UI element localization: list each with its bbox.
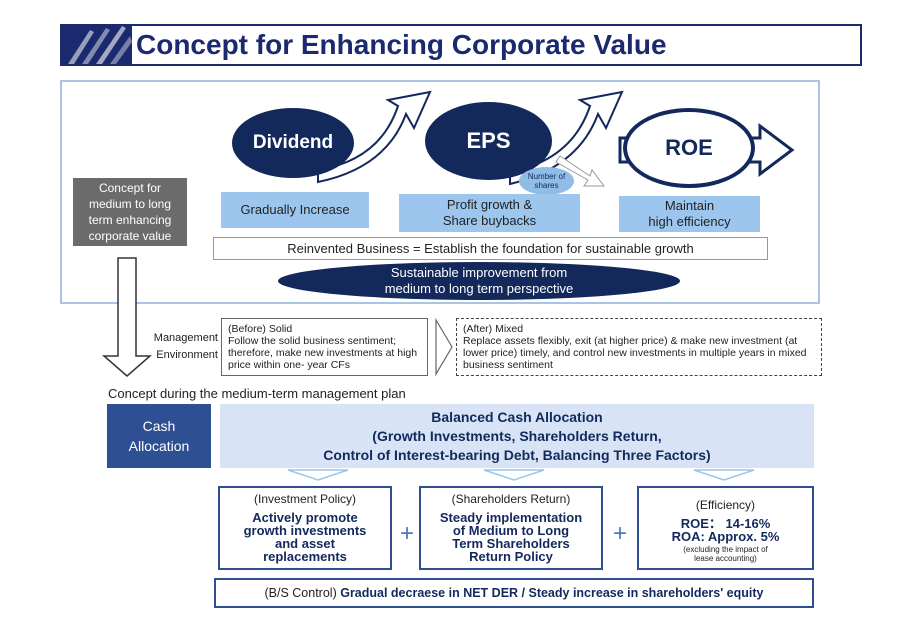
chevron-shareholders <box>483 469 545 481</box>
balanced-cash-allocation-box: Balanced Cash Allocation (Growth Investm… <box>220 404 814 468</box>
balanced-line-3: Control of Interest-bearing Debt, Balanc… <box>323 446 711 463</box>
shareholders-line-3: Term Shareholders <box>452 536 570 551</box>
profit-growth-box: Profit growth & Share buybacks <box>399 194 580 232</box>
chevron-investment <box>287 469 349 481</box>
maintain-efficiency-box: Maintain high efficiency <box>619 196 760 232</box>
plus-sign: + <box>612 520 627 547</box>
after-text: Replace assets flexibly, exit (at higher… <box>463 335 807 371</box>
investment-policy-box: (Investment Policy) Actively promote gro… <box>218 486 392 570</box>
after-mixed-box: (After) Mixed Replace assets flexibly, e… <box>456 318 822 376</box>
efficiency-roe: ROE： 14-16% <box>680 516 771 531</box>
efficiency-note-line-2: lease accounting) <box>694 554 757 563</box>
before-solid-box: (Before) Solid Follow the solid business… <box>221 318 428 376</box>
management-label-line-1: Management <box>153 332 218 344</box>
cash-line-1: Cash <box>142 418 176 434</box>
concept-down-arrow <box>101 257 153 377</box>
efficiency-note: (excluding the impact of lease accountin… <box>639 545 812 563</box>
profit-line-2: Share buybacks <box>442 213 537 228</box>
before-title: (Before) Solid <box>228 323 293 335</box>
efficiency-heading: (Efficiency) <box>695 498 756 512</box>
management-label-line-2: Environment <box>156 349 218 361</box>
before-after-arrow <box>435 317 453 377</box>
dividend-growth-arrow <box>317 90 432 184</box>
investment-policy-heading: (Investment Policy) <box>253 492 357 506</box>
shareholders-line-2: of Medium to Long <box>452 523 570 538</box>
efficiency-roa: ROA: Approx. 5% <box>671 529 780 544</box>
roe-oval: ROE <box>623 108 755 188</box>
maintain-line-2: high efficiency <box>648 214 731 229</box>
shareholders-return-heading: (Shareholders Return) <box>451 492 571 506</box>
concept-label: Concept for medium to long term enhancin… <box>73 178 187 246</box>
balanced-line-2: (Growth Investments, Shareholders Return… <box>372 427 662 444</box>
reinvented-business-box: Reinvented Business = Establish the foun… <box>213 237 768 260</box>
number-of-shares-oval: Number of shares <box>519 167 574 195</box>
maintain-line-1: Maintain <box>664 198 715 213</box>
sustainable-improvement-oval: Sustainable improvement from medium to l… <box>278 262 680 300</box>
chevron-efficiency <box>693 469 755 481</box>
shareholders-line-1: Steady implementation <box>439 510 583 525</box>
eps-oval: EPS <box>425 102 552 180</box>
page-title: Concept for Enhancing Corporate Value <box>136 29 667 60</box>
cash-line-2: Allocation <box>128 438 190 454</box>
plus-sign: + <box>399 520 414 547</box>
title-brush-decoration <box>60 24 132 66</box>
balanced-line-1: Balanced Cash Allocation <box>431 408 603 425</box>
dividend-oval: Dividend <box>232 108 354 178</box>
shares-decrease-arrow <box>555 155 605 187</box>
management-environment-label: Management Environment <box>138 330 218 364</box>
after-title: (After) Mixed <box>463 323 524 335</box>
sustain-line-1: Sustainable improvement from <box>390 265 568 280</box>
investment-line-3: and asset <box>275 536 335 551</box>
bs-prefix: (B/S Control) <box>264 586 337 600</box>
before-text: Follow the solid business sentiment; the… <box>228 335 418 371</box>
shareholders-return-box: (Shareholders Return) Steady implementat… <box>419 486 603 570</box>
efficiency-note-line-1: (excluding the impact of <box>683 545 768 554</box>
gradual-increase-box: Gradually Increase <box>221 192 369 228</box>
investment-line-4: replacements <box>263 549 347 564</box>
shareholders-line-4: Return Policy <box>469 549 553 564</box>
bs-text: Gradual decraese in NET DER / Steady inc… <box>340 586 764 600</box>
profit-line-1: Profit growth & <box>446 197 533 212</box>
investment-line-1: Actively promote <box>252 510 358 525</box>
cash-allocation-box: Cash Allocation <box>107 404 211 468</box>
plan-concept-label: Concept during the medium-term managemen… <box>108 386 406 401</box>
sustain-line-2: medium to long term perspective <box>384 281 574 296</box>
concept-frame <box>60 80 820 304</box>
efficiency-box: (Efficiency) ROE： 14-16% ROA: Approx. 5%… <box>637 486 814 570</box>
bs-control-box: (B/S Control) Gradual decraese in NET DE… <box>214 578 814 608</box>
investment-line-2: growth investments <box>243 523 367 538</box>
